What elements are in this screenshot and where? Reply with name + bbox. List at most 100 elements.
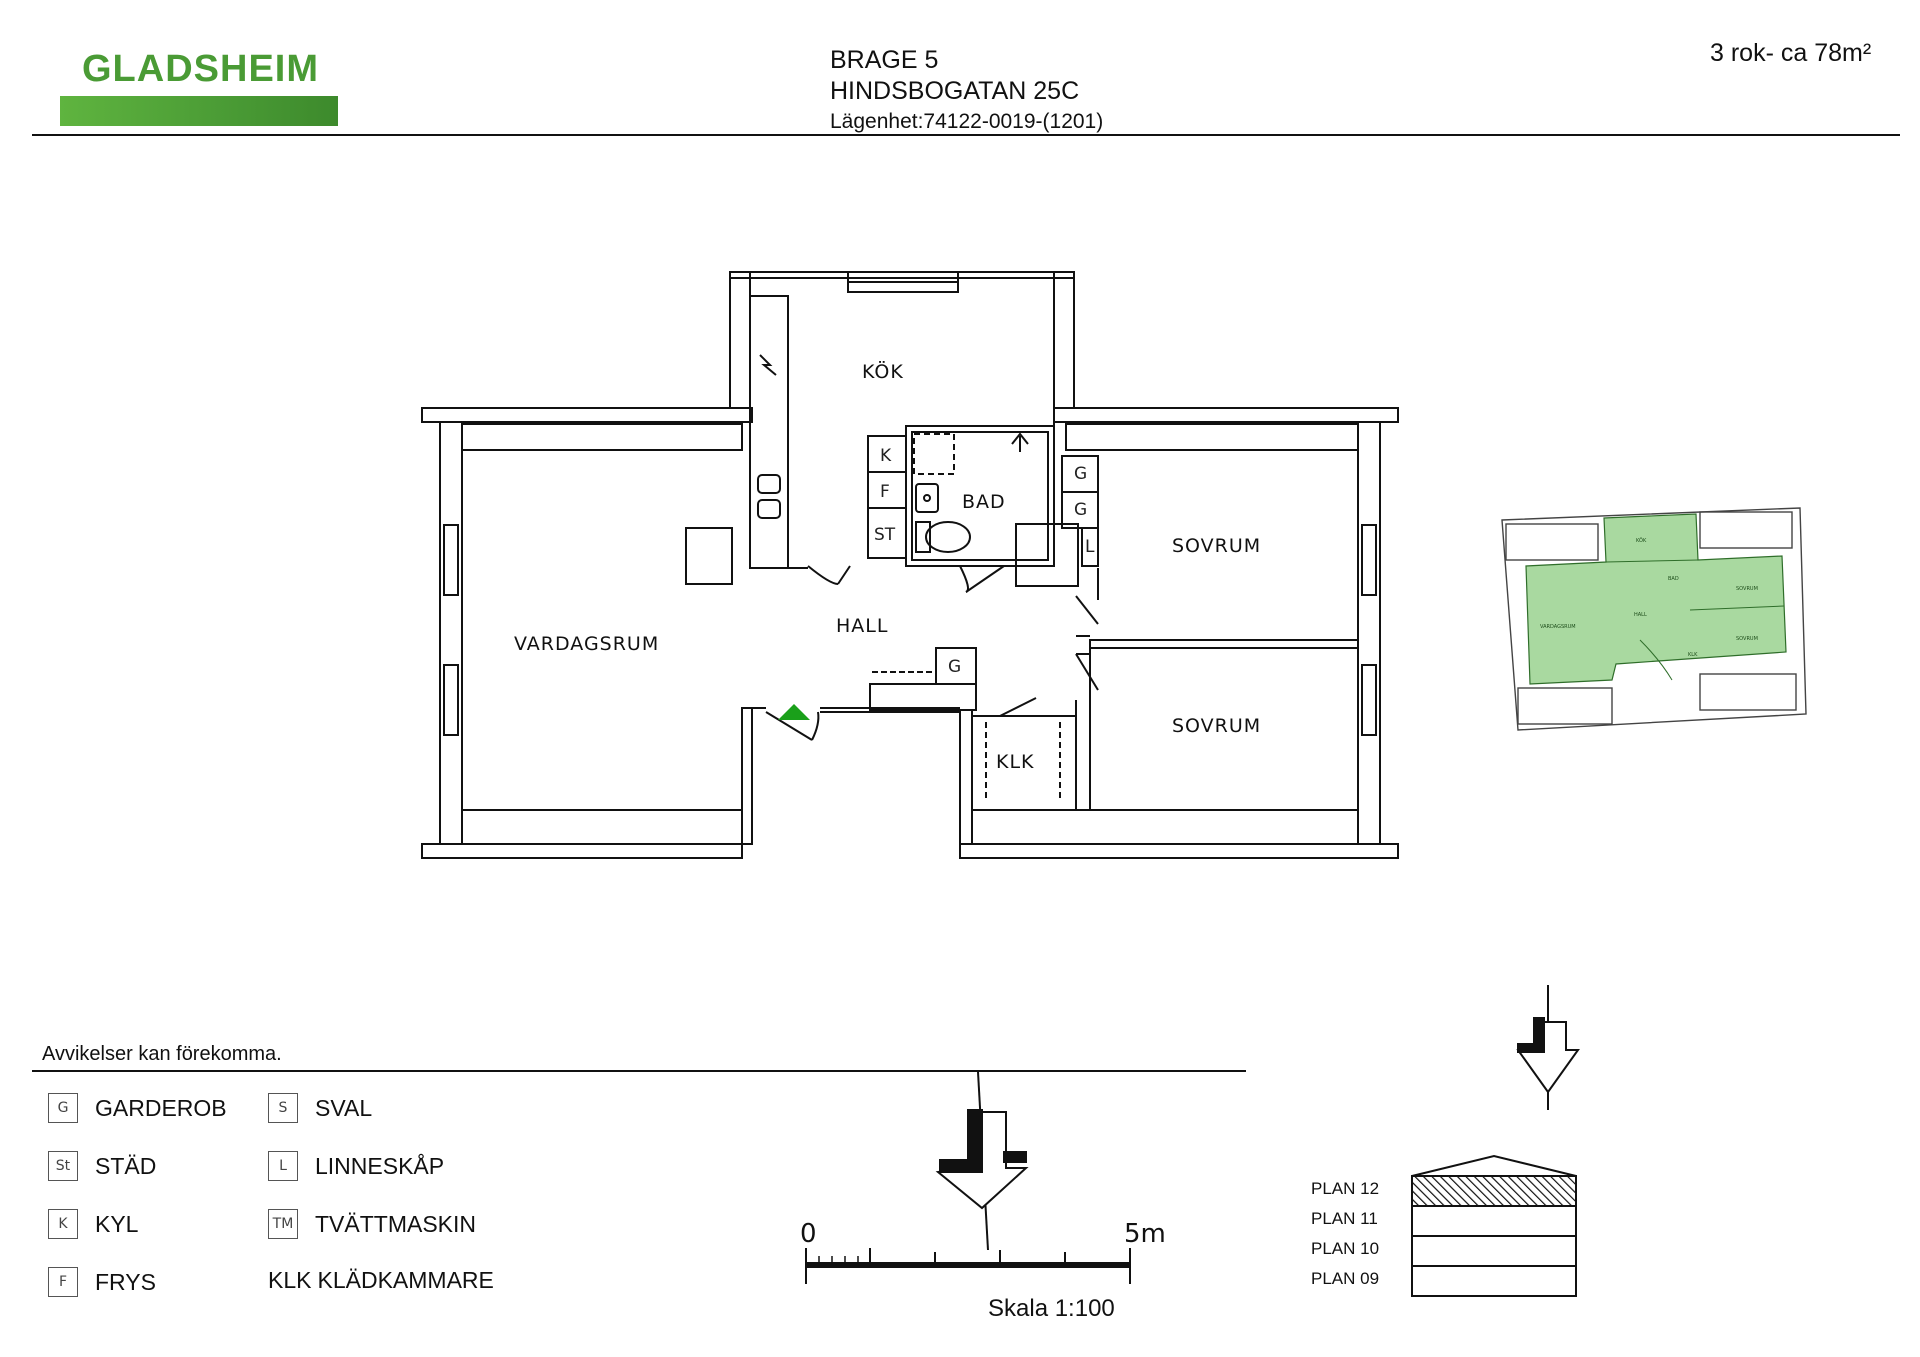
fixture-label-freezer: F xyxy=(880,482,890,502)
kitchen-door-swing xyxy=(807,565,839,585)
klk-left-wall xyxy=(959,709,973,845)
legend-label-tvattmaskin: TVÄTTMASKIN xyxy=(315,1210,477,1237)
legend-label-kyl: KYL xyxy=(95,1210,139,1237)
living-top-wall xyxy=(461,423,743,451)
room-label-living: VARDAGSRUM xyxy=(514,633,659,655)
scale-bar xyxy=(805,1248,1131,1284)
legend-code-kyl: K xyxy=(48,1209,78,1239)
key-plan-label-bedroom-2: SOVRUM xyxy=(1736,636,1758,642)
wardrobe-2 xyxy=(1061,491,1099,529)
sink xyxy=(915,483,939,513)
fixture-label-fridge: K xyxy=(880,446,892,466)
living-window-1 xyxy=(443,524,459,596)
toilet-tank xyxy=(915,521,931,553)
key-plan-kitchen-line xyxy=(1605,559,1699,563)
stove-burner-1 xyxy=(757,474,781,494)
legend-item-sval: S SVAL xyxy=(268,1093,372,1123)
legend-item-kladkammare: KLK KLÄDKAMMARE xyxy=(268,1267,494,1294)
kitchen-counter xyxy=(749,295,789,569)
legend-item-stad: St STÄD xyxy=(48,1151,156,1181)
key-plan-eave-bottom-right xyxy=(1699,673,1797,711)
legend-code-frys: F xyxy=(48,1267,78,1297)
legend-code-tvattmaskin: TM xyxy=(268,1209,298,1239)
bath-door-swing xyxy=(959,565,969,593)
legend-label-frys: FRYS xyxy=(95,1268,156,1295)
legend-label-linneskap: LINNESKÅP xyxy=(315,1152,445,1179)
scale-start-label: 0 xyxy=(800,1219,817,1249)
key-plan-eave-bottom-left xyxy=(1517,687,1613,725)
entrance-door-swing xyxy=(811,711,820,741)
key-plan: KÖK BAD SOVRUM SOVRUM VARDAGSRUM HALL KL… xyxy=(1501,507,1807,731)
key-plan-bed-partition xyxy=(1689,605,1785,611)
hall-cabinet-right xyxy=(1015,523,1079,587)
brand-logo-text: GLADSHEIM xyxy=(82,48,319,90)
legend-rule xyxy=(32,1070,1246,1072)
room-label-bedroom-1: SOVRUM xyxy=(1172,535,1261,557)
header-rule xyxy=(32,134,1900,136)
hall-wardrobe-g xyxy=(935,647,977,685)
entrance-door xyxy=(765,711,813,741)
room-label-kitchen: KÖK xyxy=(862,360,904,383)
bedroom-bottom-wall xyxy=(971,809,1359,845)
bathroom-inner xyxy=(911,431,1049,561)
living-right-wall-lower xyxy=(741,707,753,845)
fixture-label-wardrobe-1: G xyxy=(1074,464,1087,484)
living-bottom-wall xyxy=(461,809,743,845)
key-plan-stair xyxy=(1639,639,1673,681)
living-top-eave xyxy=(421,407,753,423)
bedroom2-door xyxy=(1075,653,1099,691)
legend-item-linneskap: L LINNESKÅP xyxy=(268,1151,444,1181)
key-plan-label-living: VARDAGSRUM xyxy=(1540,624,1576,630)
linen-cupboard xyxy=(1081,527,1099,567)
bedroom-top-wall xyxy=(1065,423,1359,451)
legend-item-tvattmaskin: TM TVÄTTMASKIN xyxy=(268,1209,476,1239)
key-plan-label-bedroom-1: SOVRUM xyxy=(1736,586,1758,592)
north-arrow-large xyxy=(935,1071,1029,1251)
room-label-hall: HALL xyxy=(836,615,888,637)
scale-label: Skala 1:100 xyxy=(988,1295,1115,1322)
north-arrow-small xyxy=(1516,985,1580,1110)
dishwasher-symbol xyxy=(759,354,777,376)
key-plan-label-bath: BAD xyxy=(1668,576,1679,582)
plan-label-09: PLAN 09 xyxy=(1311,1269,1380,1288)
legend-item-garderob: G GARDEROB xyxy=(48,1093,227,1123)
bedroom-top-eave xyxy=(1053,407,1399,423)
brand-logo-bar xyxy=(60,96,338,126)
floor-plan-10 xyxy=(1411,1235,1577,1267)
ventilation-symbol xyxy=(1011,432,1029,445)
klk-door xyxy=(999,697,1037,717)
shower-area xyxy=(913,433,955,475)
legend-label-kladkammare: KLÄDKAMMARE xyxy=(317,1267,494,1293)
key-plan-label-kitchen: KÖK xyxy=(1636,537,1647,544)
legend-item-frys: F FRYS xyxy=(48,1267,156,1297)
bedroom-window-2 xyxy=(1361,664,1377,736)
room-label-walk-in: KLK xyxy=(996,751,1035,773)
apartment-size: 3 rok- ca 78m² xyxy=(1710,39,1872,67)
legend-code-kladkammare: KLK xyxy=(268,1267,312,1293)
fixture-label-linen: L xyxy=(1085,537,1095,557)
bath-door xyxy=(965,565,1005,593)
bedroom-bottom-eave xyxy=(959,843,1399,859)
entrance-marker xyxy=(778,704,810,720)
hall-cabinet-left xyxy=(685,527,733,585)
room-label-bedroom-2: SOVRUM xyxy=(1172,715,1261,737)
bedroom-partition xyxy=(1089,639,1359,649)
floor-plan-09 xyxy=(1411,1265,1577,1297)
sink-drain xyxy=(923,494,931,502)
kitchen-left-wall xyxy=(729,271,751,409)
scale-end-label: 5m xyxy=(1124,1219,1166,1249)
kitchen-right-wall xyxy=(1053,271,1075,409)
legend-code-garderob: G xyxy=(48,1093,78,1123)
bathroom-walls xyxy=(905,425,1055,567)
plan-label-10: PLAN 10 xyxy=(1311,1239,1380,1258)
fixture-label-wardrobe-2: G xyxy=(1074,500,1087,520)
bedroom-window-1 xyxy=(1361,524,1377,596)
floor-stack xyxy=(1411,1154,1577,1297)
bedroom-right-wall xyxy=(1357,421,1381,845)
room-label-bath: BAD xyxy=(962,491,1006,513)
walk-in-closet xyxy=(971,715,1077,811)
fixture-label-hall-wardrobe: G xyxy=(948,657,961,677)
kitchen-door xyxy=(837,565,851,585)
